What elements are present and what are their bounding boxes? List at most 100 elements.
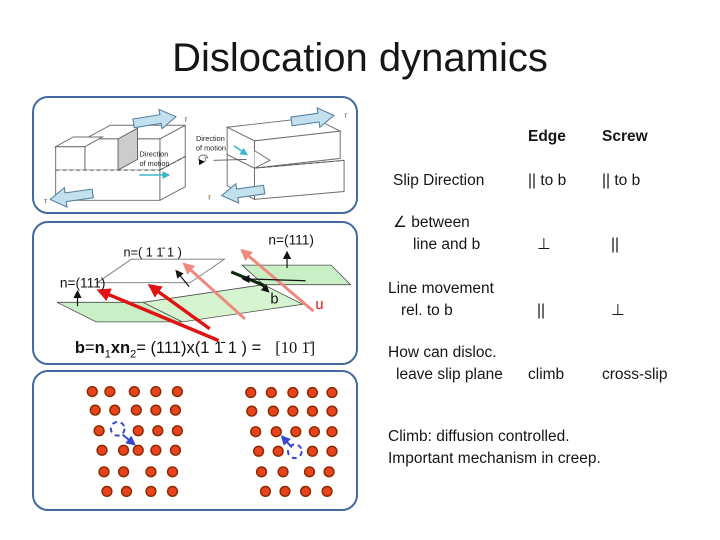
atom-dot	[252, 445, 265, 457]
atom-dot	[265, 386, 277, 399]
pointer-line	[213, 158, 247, 161]
atom-dot	[128, 385, 140, 398]
atom-dot	[299, 485, 312, 498]
shear-stress-arrow	[220, 182, 266, 204]
atom-dot	[98, 466, 110, 478]
atom-dot	[145, 466, 157, 478]
atom-dot	[130, 404, 142, 416]
atom-dot	[245, 386, 257, 399]
atom-dot	[287, 386, 299, 399]
edge-block-figure: Direction of motion τ τ	[44, 108, 188, 208]
atom-dot	[267, 405, 279, 417]
atom-dot	[132, 425, 144, 437]
atom-dot	[104, 385, 116, 398]
atom-dot	[303, 466, 316, 478]
shear-stress-arrow	[290, 107, 335, 129]
atom-dot	[306, 386, 319, 399]
atom-dot	[86, 385, 98, 398]
svg-text:τ: τ	[344, 109, 348, 119]
atom-dot	[308, 426, 321, 438]
atom-dot	[109, 404, 121, 416]
atom-dot	[169, 444, 182, 456]
atom-dot	[272, 445, 284, 457]
atom-dot	[270, 426, 282, 438]
plane-111bar	[95, 258, 226, 284]
lattice-svg	[86, 385, 338, 498]
atom-dot	[96, 444, 108, 456]
atom-dot	[169, 404, 182, 416]
lattice-0	[86, 385, 184, 498]
vacancy-jump-arrow	[280, 435, 293, 449]
normal-left-label: n=(111)	[60, 276, 106, 291]
shear-stress-arrow	[132, 108, 177, 130]
motion-arrow-right	[233, 145, 248, 156]
svg-text:τ: τ	[208, 191, 212, 201]
shear-stress-arrow	[49, 186, 94, 208]
normal-mid-label: n=( 1 1̄ 1 )	[124, 244, 182, 259]
svg-text:of motion: of motion	[196, 144, 226, 153]
atom-dot	[306, 445, 319, 457]
atom-dot	[89, 404, 101, 416]
atom-dot	[279, 485, 291, 498]
slip-plane-box: n=(111) n=(111) n=( 1 1̄ 1 ) b u b=n1xn2…	[32, 221, 358, 365]
direction-of-motion-label: Direction	[196, 134, 225, 143]
atom-dot	[321, 485, 333, 498]
vacancy-jump-arrow	[121, 433, 136, 446]
atom-dot	[277, 466, 289, 478]
atom-dot	[166, 485, 179, 498]
atom-dot	[101, 485, 113, 498]
svg-text:τ: τ	[184, 113, 188, 123]
atom-dot	[171, 425, 184, 437]
slip-plane-svg: n=(111) n=(111) n=( 1 1̄ 1 ) b u	[56, 233, 352, 343]
col-header-screw: Screw	[602, 128, 648, 145]
edge-screw-comparison-table: Edge Screw Slip Direction || to b || to …	[388, 126, 714, 470]
atom-dot	[326, 405, 338, 417]
table-row: Slip Direction || to b || to b	[393, 172, 641, 189]
atom-dot	[150, 444, 162, 456]
atom-dot	[145, 485, 157, 498]
atom-dot	[166, 466, 179, 478]
burgers-vector-label: b	[270, 291, 278, 307]
direction-of-motion-label: Direction	[139, 149, 168, 158]
rotation-symbol	[198, 154, 209, 166]
atom-dot	[150, 404, 162, 416]
lattice-1	[245, 386, 338, 498]
climb-note: Climb: diffusion controlled. Important m…	[388, 428, 601, 467]
col-header-edge: Edge	[528, 128, 566, 145]
burgers-vector-equation: b=n1xn2= (111)x(1 1̄ 1 ) =[10 1̄]	[74, 337, 316, 360]
cross-slip-plane	[141, 284, 304, 323]
atom-dot	[93, 425, 105, 437]
atom-dot	[323, 466, 335, 478]
atom-dot	[120, 485, 133, 498]
extra-half-plane	[117, 127, 138, 171]
atom-dot	[152, 425, 164, 437]
atom-dot	[326, 445, 338, 457]
shear-mechanism-box: Direction of motion τ τ Direction of mot…	[32, 96, 358, 214]
atom-dot	[255, 466, 268, 478]
svg-text:τ: τ	[204, 153, 208, 163]
svg-text:τ: τ	[44, 195, 48, 205]
atom-dot	[306, 405, 319, 417]
climb-lattice-box	[32, 370, 358, 511]
table-row: How can disloc. leave slip plane climb c…	[388, 344, 668, 383]
vacancy-circle	[286, 443, 303, 460]
normal-right-label: n=(111)	[268, 233, 314, 248]
page-title: Dislocation dynamics	[172, 36, 548, 80]
atom-dot	[290, 426, 302, 438]
atom-dot	[259, 485, 272, 498]
svg-text:of motion: of motion	[139, 159, 169, 168]
atom-dot	[250, 426, 262, 438]
atom-dot	[117, 444, 130, 456]
table-row: Line movement rel. to b || ⊥	[388, 280, 625, 319]
atom-dot	[287, 405, 299, 417]
atom-dot	[326, 426, 338, 438]
table-header-row: Edge Screw	[388, 126, 714, 148]
vacancy-circle	[109, 420, 126, 437]
screw-block-figure: Direction of motion τ τ τ	[196, 107, 348, 204]
atom-dot	[326, 386, 338, 399]
vector-annotations: n=(111) n=(111) n=( 1 1̄ 1 ) b u	[60, 233, 324, 314]
shear-figures-svg: Direction of motion τ τ Direction of mot…	[44, 107, 348, 208]
atom-dot	[150, 385, 162, 398]
atom-dot	[171, 385, 184, 398]
